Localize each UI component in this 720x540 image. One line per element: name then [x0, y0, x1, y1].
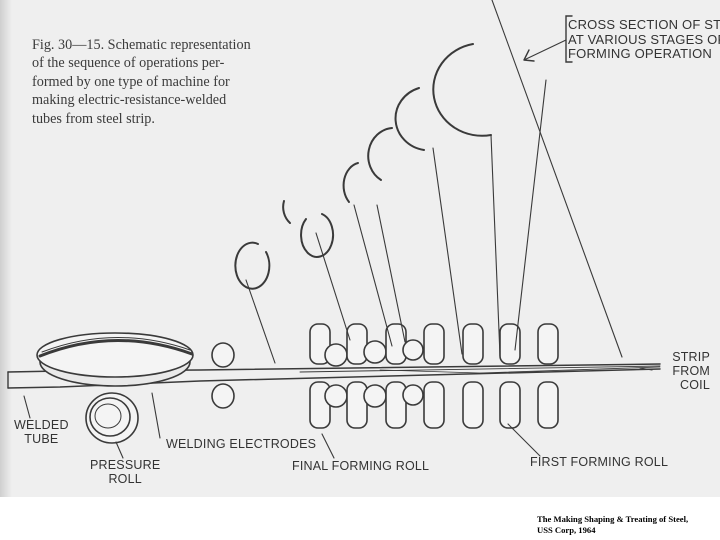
- credit-line: USS Corp, 1964: [537, 525, 596, 535]
- caption-line: of the sequence of operations per-: [32, 55, 225, 72]
- caption-line: formed by one type of machine for: [32, 73, 230, 90]
- caption-line: tubes from steel strip.: [32, 110, 155, 127]
- caption-line: making electric-resistance-welded: [32, 92, 227, 109]
- tube-mill-diagram: [7, 0, 661, 459]
- label-line: ROLL: [108, 472, 142, 486]
- cross-section-3: [342, 162, 359, 203]
- cross-section-2: [300, 213, 335, 258]
- cross-section-1: [234, 241, 271, 290]
- figure-caption: Fig. 30—15. Schematic representation of …: [32, 36, 272, 128]
- label-line: PRESSURE: [90, 458, 161, 472]
- cross-section-6: [432, 43, 492, 137]
- label-line: AT VARIOUS STAGES OF: [568, 31, 720, 47]
- scanned-figure: Fig. 30—15. Schematic representation of …: [0, 0, 720, 497]
- guide-rolls: [211, 342, 235, 409]
- roll-stand: [346, 323, 387, 429]
- strip-cross-sections: [234, 43, 492, 290]
- roll-stand: [462, 323, 484, 429]
- label-line: TUBE: [24, 432, 59, 446]
- pressure-roll-label: PRESSURE ROLL: [90, 458, 160, 486]
- welding-electrodes-label: WELDING ELECTRODES: [166, 437, 317, 451]
- roll-stand: [385, 323, 424, 429]
- forming-rolls: [309, 323, 559, 429]
- label-bracket: [565, 15, 573, 63]
- pressure-roll: [85, 392, 139, 444]
- label-line: CROSS SECTION OF STRIP: [568, 17, 720, 32]
- cross-section-label: CROSS SECTION OF STRIP AT VARIOUS STAGES…: [568, 17, 720, 62]
- first-forming-roll-label: FIRST FORMING ROLL: [530, 455, 669, 469]
- label-line: FORMING OPERATION: [568, 46, 712, 61]
- label-line: FROM: [672, 364, 710, 378]
- cross-section-2b: [282, 200, 291, 224]
- cross-section-5: [394, 87, 425, 151]
- roll-stand: [309, 323, 348, 429]
- welded-tube-label: WELDED TUBE: [14, 418, 69, 446]
- source-credit: The Making Shaping & Treating of Steel, …: [537, 514, 719, 536]
- label-line: STRIP: [672, 350, 710, 364]
- cross-section-4: [367, 127, 393, 181]
- strip-from-coil-label: STRIP FROM COIL: [640, 350, 710, 392]
- roll-stand: [423, 323, 445, 429]
- leader-lines: [23, 0, 653, 459]
- welding-electrode-disc: [36, 332, 194, 387]
- caption-line: Fig. 30—15. Schematic representation: [32, 37, 251, 53]
- label-line: COIL: [680, 378, 710, 392]
- roll-stand: [537, 323, 559, 429]
- label-line: WELDED: [14, 418, 69, 432]
- final-forming-roll-label: FINAL FORMING ROLL: [292, 459, 430, 473]
- credit-line: The Making Shaping & Treating of Steel,: [537, 514, 689, 524]
- page-edge-shadow: [0, 0, 12, 497]
- roll-stand: [499, 323, 521, 429]
